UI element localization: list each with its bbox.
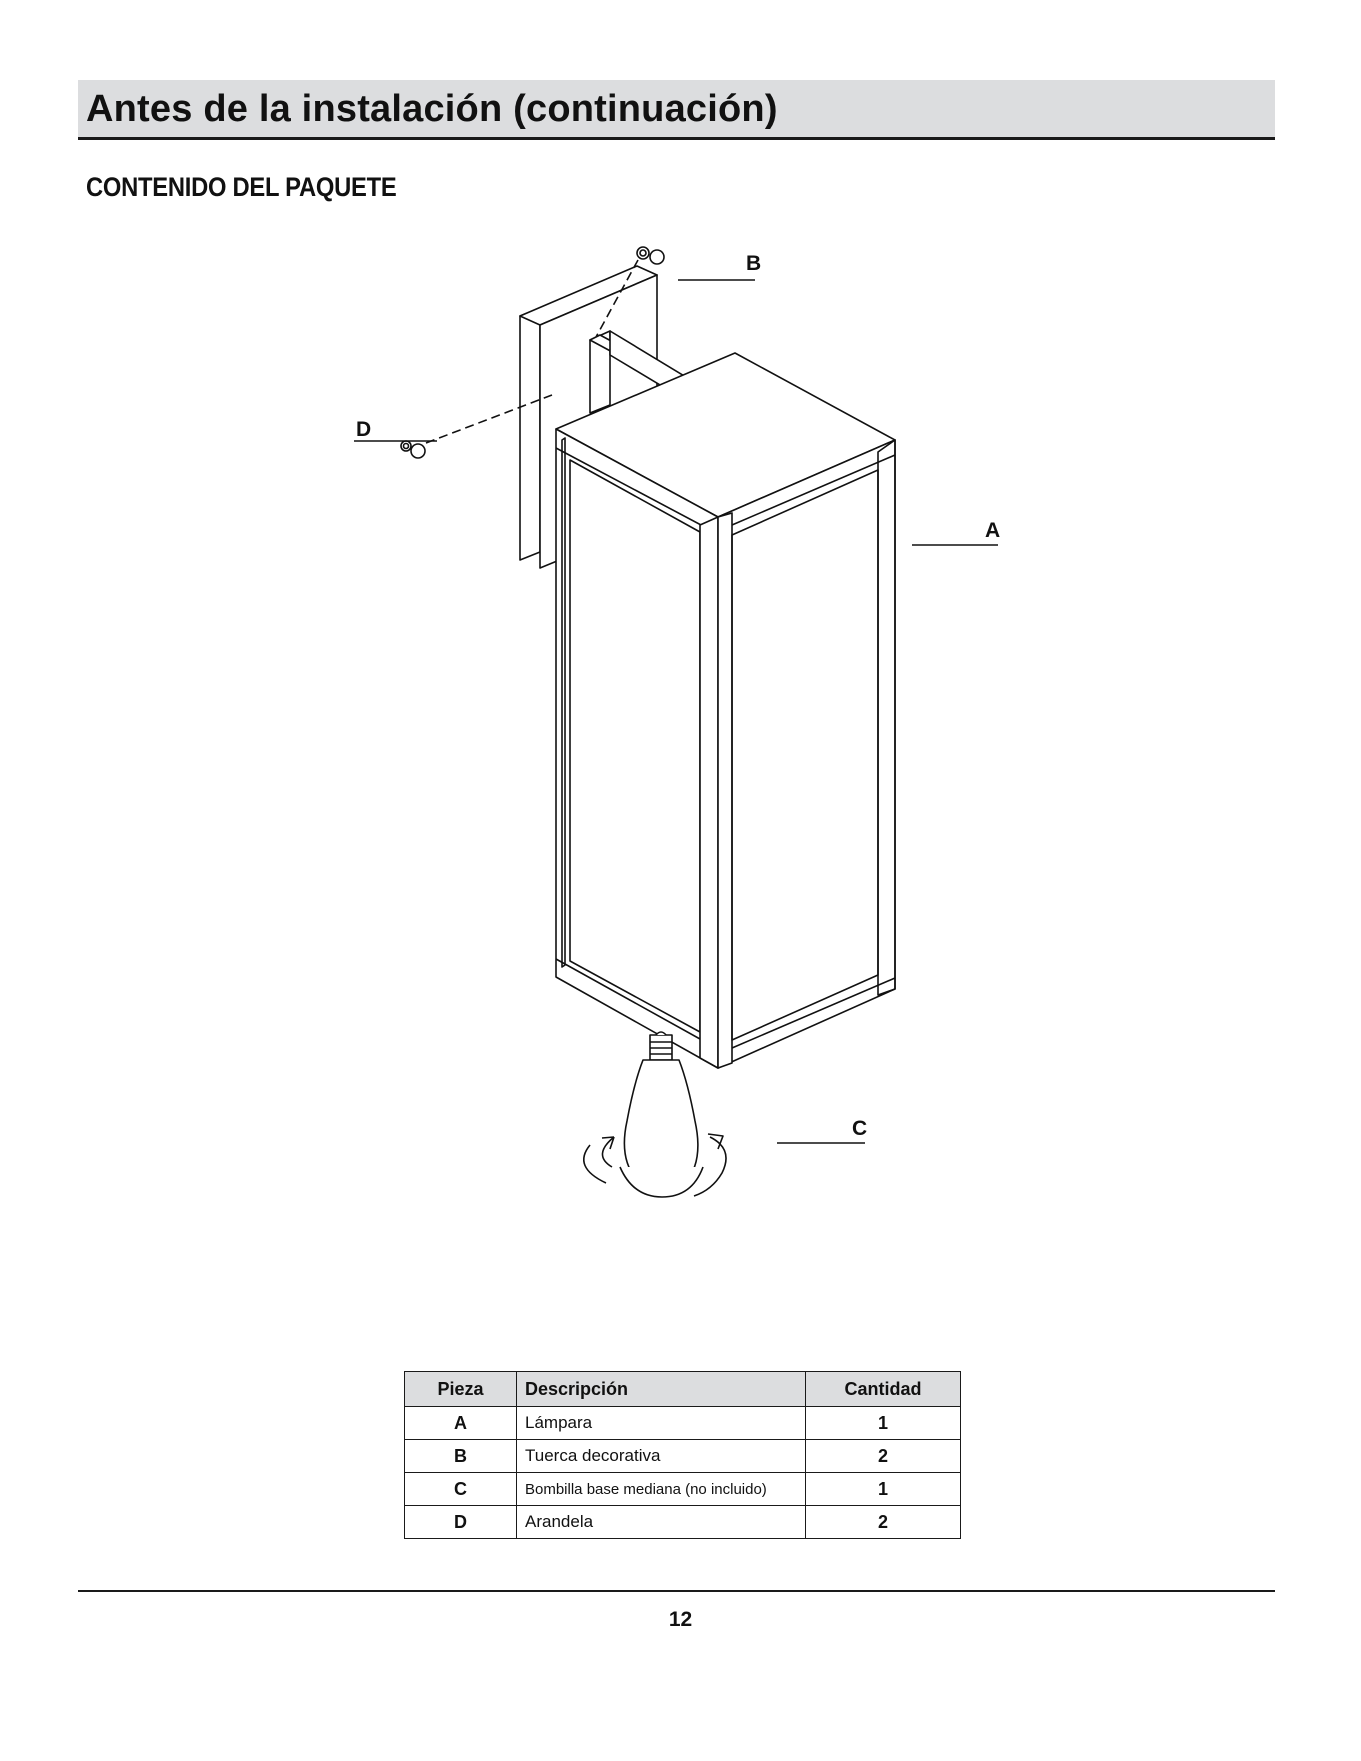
package-contents-diagram: B D A C — [300, 245, 1060, 1280]
lantern-body — [556, 353, 895, 1068]
callout-letter-c: C — [852, 1117, 867, 1140]
callout-letter-a: A — [985, 519, 1000, 542]
quantity-cell: 2 — [806, 1506, 961, 1539]
description-cell: Bombilla base mediana (no incluido) — [517, 1473, 806, 1506]
description-cell: Tuerca decorativa — [517, 1440, 806, 1473]
quantity-cell: 2 — [806, 1440, 961, 1473]
table-row: B Tuerca decorativa 2 — [405, 1440, 961, 1473]
description-cell: Lámpara — [517, 1407, 806, 1440]
footer-rule — [78, 1590, 1275, 1592]
lantern-illustration: B D A C — [300, 245, 1060, 1280]
column-header-part: Pieza — [405, 1372, 517, 1407]
callout-letter-b: B — [746, 252, 761, 275]
page-title: Antes de la instalación (continuación) — [86, 84, 778, 134]
column-header-quantity: Cantidad — [806, 1372, 961, 1407]
part-cell: A — [405, 1407, 517, 1440]
part-cell: D — [405, 1506, 517, 1539]
table-row: C Bombilla base mediana (no incluido) 1 — [405, 1473, 961, 1506]
callout-letter-d: D — [356, 418, 371, 441]
description-cell: Arandela — [517, 1506, 806, 1539]
table-header-row: Pieza Descripción Cantidad — [405, 1372, 961, 1407]
part-cell: B — [405, 1440, 517, 1473]
section-heading: CONTENIDO DEL PAQUETE — [86, 172, 396, 203]
page-number: 12 — [0, 1608, 1361, 1632]
table-row: A Lámpara 1 — [405, 1407, 961, 1440]
parts-table: Pieza Descripción Cantidad A Lámpara 1 B… — [404, 1371, 961, 1539]
quantity-cell: 1 — [806, 1473, 961, 1506]
quantity-cell: 1 — [806, 1407, 961, 1440]
table-row: D Arandela 2 — [405, 1506, 961, 1539]
part-cell: C — [405, 1473, 517, 1506]
column-header-description: Descripción — [517, 1372, 806, 1407]
